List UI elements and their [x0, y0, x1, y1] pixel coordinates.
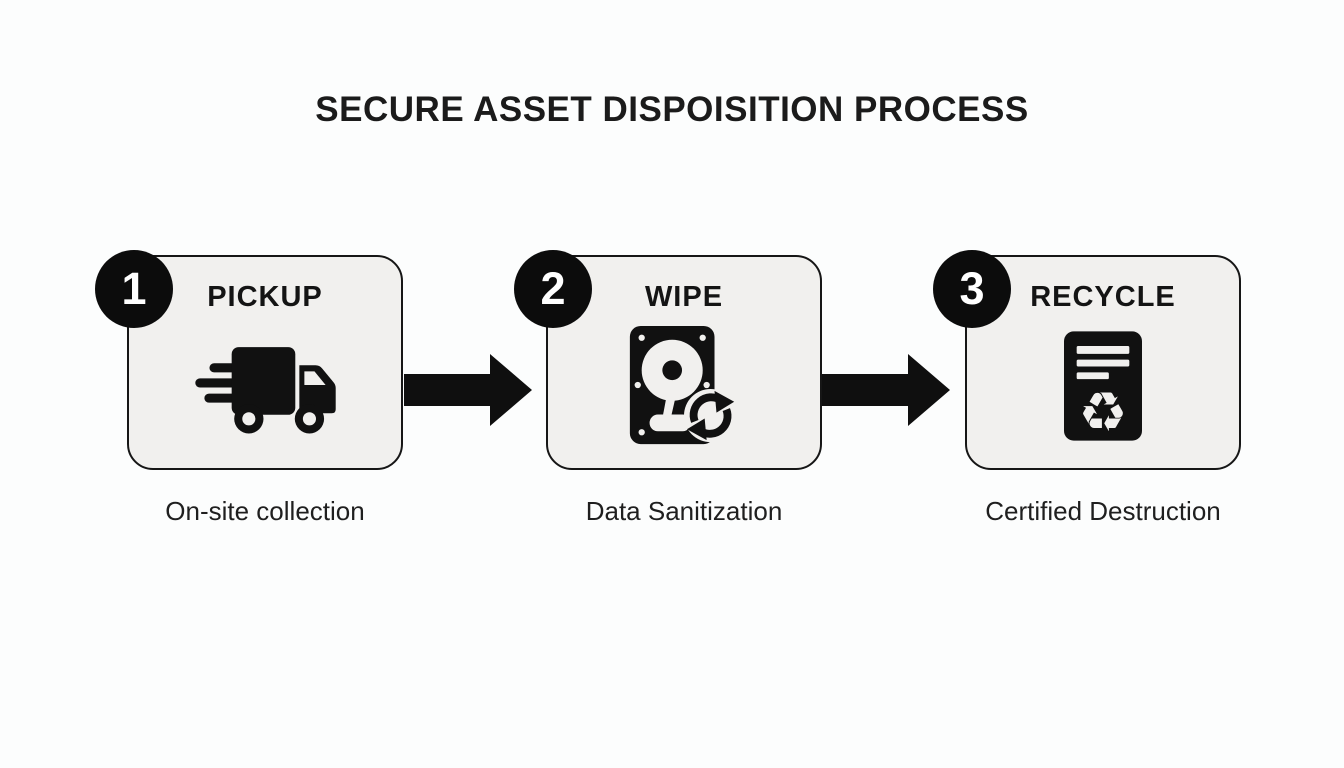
step-number-badge: 3: [933, 250, 1011, 328]
step-label: PICKUP: [207, 281, 323, 313]
step-wipe: 2 WIPE: [514, 250, 822, 527]
step-pickup: 1 PICKUP: [95, 250, 403, 527]
step-pickup-box: 1 PICKUP: [95, 250, 403, 470]
step-number-badge: 1: [95, 250, 173, 328]
arrow-right-icon: [822, 351, 952, 429]
step-number-badge: 2: [514, 250, 592, 328]
recycle-certificate-icon: ♻: [967, 314, 1239, 468]
step-caption: Data Sanitization: [585, 496, 783, 526]
step-wipe-box: 2 WIPE: [514, 250, 822, 470]
hard-drive-wipe-icon: [548, 314, 820, 468]
step-caption: Certified Destruction: [985, 496, 1221, 526]
page-title: SECURE ASSET DISPOISITION PROCESS: [315, 90, 1029, 129]
recycle-symbol-glyph: ♻: [1079, 380, 1128, 441]
arrow-right-icon: [404, 351, 534, 429]
step-recycle: 3 RECYCLE ♻ Certified Destruction: [933, 250, 1241, 527]
step-caption: On-site collection: [165, 496, 365, 526]
delivery-truck-icon: [129, 314, 401, 468]
step-label: WIPE: [644, 281, 724, 313]
step-label: RECYCLE: [1030, 281, 1176, 313]
step-recycle-box: 3 RECYCLE ♻: [933, 250, 1241, 470]
